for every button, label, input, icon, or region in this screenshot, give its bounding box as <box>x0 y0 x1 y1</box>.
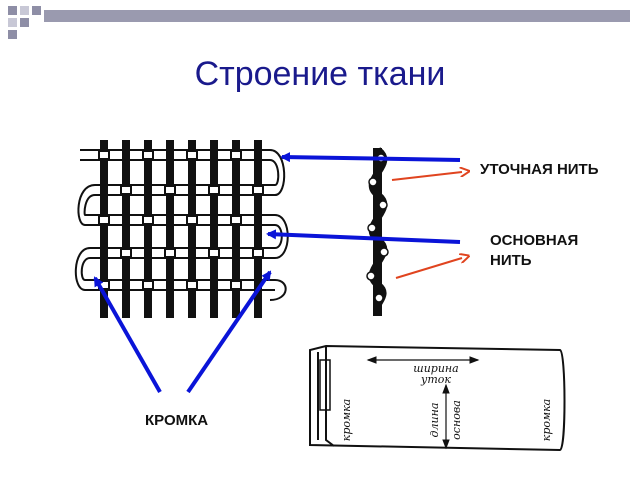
header-decoration <box>8 6 630 39</box>
warp-direction-label: основа <box>450 400 463 440</box>
fabric-piece-labels: ширина уток длина основа кромка кромка <box>340 362 553 441</box>
warp-arrow <box>266 229 461 244</box>
thread-cross-section <box>366 147 389 316</box>
warp-thread-label-line2: НИТЬ <box>490 252 532 269</box>
weft-thread-label: УТОЧНАЯ НИТЬ <box>480 161 599 178</box>
length-label: длина <box>428 403 441 438</box>
warp-thread-label-line1: ОСНОВНАЯ <box>490 232 578 249</box>
selvage-label: КРОМКА <box>145 412 208 429</box>
left-edge-label: кромка <box>340 399 353 441</box>
fabric-piece-illustration <box>309 344 566 452</box>
page-title: Строение ткани <box>195 55 446 93</box>
header-bar <box>44 10 630 22</box>
red-arrow-bottom <box>395 258 462 279</box>
selvage-arrow-right <box>186 270 272 394</box>
right-edge-label: кромка <box>540 399 553 441</box>
width-label: ширина <box>413 362 458 375</box>
selvage-arrow-left <box>93 276 162 393</box>
blue-pointer-arrows <box>93 152 461 394</box>
red-arrow-top <box>391 172 462 181</box>
weft-arrow <box>280 152 461 163</box>
red-pointer-arrows <box>391 172 462 279</box>
weft-direction-label: уток <box>420 373 451 386</box>
